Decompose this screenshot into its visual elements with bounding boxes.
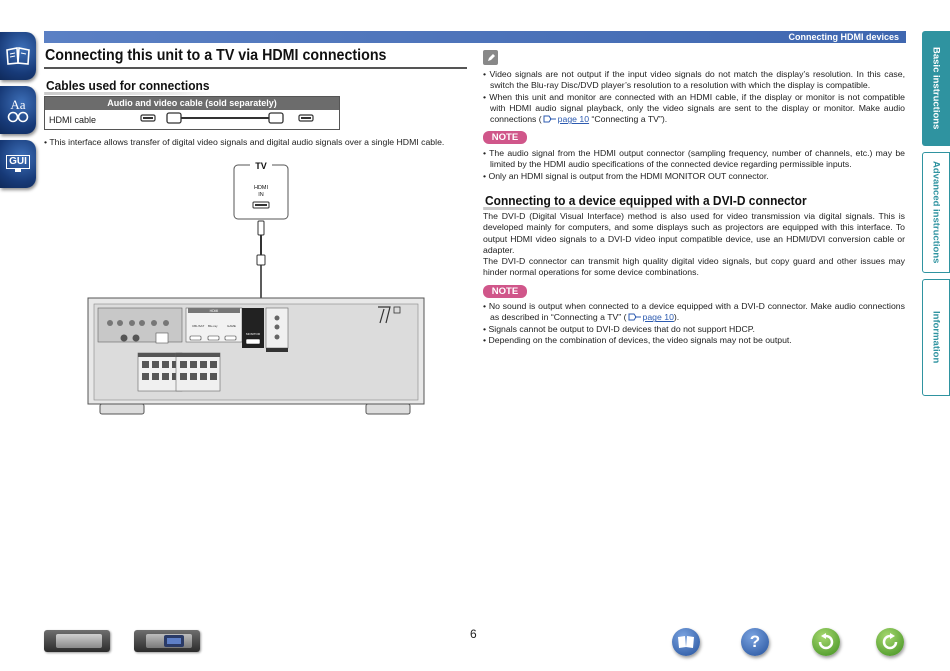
display-thumbnail[interactable] [134,630,200,652]
left-tab-glossary[interactable]: Aa [0,86,36,134]
cable-table-row: HDMI cable [45,110,339,129]
dvi-text: The DVI-D (Digital Visual Interface) met… [483,211,905,279]
note2-list: • No sound is output when connected to a… [483,301,905,346]
hdmi-cable-label: HDMI cable [49,114,97,125]
cables-heading: Cables used for connections [44,78,213,95]
svg-text:MONITOR: MONITOR [246,332,261,336]
tip-2: • When this unit and monitor are connect… [483,91,905,125]
tv-hdmi-label: HDMI [254,185,269,191]
tv-label: TV [255,161,267,171]
tip-1: • Video signals are not output if the in… [483,69,905,91]
note1-list: • The audio signal from the HDMI output … [483,148,905,182]
svg-text:GAME: GAME [227,324,236,328]
question-icon: ? [749,632,761,651]
book-icon [678,636,694,648]
gui-screen-icon: GUI [6,155,30,173]
header-section-label: Connecting HDMI devices [788,32,899,42]
cable-table: Audio and video cable (sold separately) … [44,96,340,130]
back-button[interactable] [812,628,840,656]
connection-diagram: TV HDMI IN HDMI CBL/SAT Blu-ray GAME MON… [87,157,425,415]
left-tab-contents[interactable] [0,32,36,80]
hdmi-cable-icon [137,111,327,129]
cable-table-header: Audio and video cable (sold separately) [45,97,339,110]
left-tab-gui[interactable]: GUI [0,140,36,188]
back-arrow-icon [818,633,834,650]
forward-arrow-icon [882,633,898,650]
header-bar: Connecting HDMI devices [44,31,906,43]
tv-hdmi-in-label: IN [258,192,264,198]
front-panel-face [56,634,102,648]
svg-text:HDMI: HDMI [210,309,219,313]
title-rule [44,67,467,69]
note2-item-3: • Depending on the combination of device… [483,334,792,345]
left-bullet-text: • This interface allows transfer of digi… [44,137,445,147]
note1-item-1: • The audio signal from the HDMI output … [483,148,905,170]
dvi-para-2: The DVI-D connector can transmit high qu… [483,256,905,278]
glossary-label: Aa [10,96,26,112]
page-ref-icon [628,313,641,321]
gui-label: GUI [6,155,30,169]
dvi-heading: Connecting to a device equipped with a D… [483,193,810,210]
page-number: 6 [470,627,477,641]
dvi-para-1: The DVI-D (Digital Visual Interface) met… [483,211,905,255]
page-ref-icon [543,115,556,123]
pencil-icon [483,50,498,65]
tip-page-link[interactable]: page 10 [557,114,590,125]
note2-item-2: • Signals cannot be output to DVI-D devi… [483,323,755,334]
tab-basic-instructions[interactable]: Basic instructions [922,31,950,146]
glossary-icon [7,111,29,123]
svg-text:Blu-ray: Blu-ray [208,324,218,328]
page-title: Connecting this unit to a TV via HDMI co… [45,47,387,64]
left-bullet: • This interface allows transfer of digi… [44,137,469,148]
note2-item-1: • No sound is output when connected to a… [483,301,905,323]
forward-button[interactable] [876,628,904,656]
note-badge-1: NOTE [483,131,527,144]
tab-information[interactable]: Information [922,279,950,396]
note2-page-link[interactable]: page 10 [642,312,674,323]
svg-text:CBL/SAT: CBL/SAT [192,324,204,328]
help-button[interactable]: ? [741,628,769,656]
note-badge-2: NOTE [483,285,527,298]
tab-advanced-instructions[interactable]: Advanced instructions [922,152,950,273]
tips-list: • Video signals are not output if the in… [483,69,905,125]
front-panel-thumbnail[interactable] [44,630,110,652]
book-icon [5,46,31,66]
note1-item-2: • Only an HDMI signal is output from the… [483,170,769,181]
contents-button[interactable] [672,628,700,656]
